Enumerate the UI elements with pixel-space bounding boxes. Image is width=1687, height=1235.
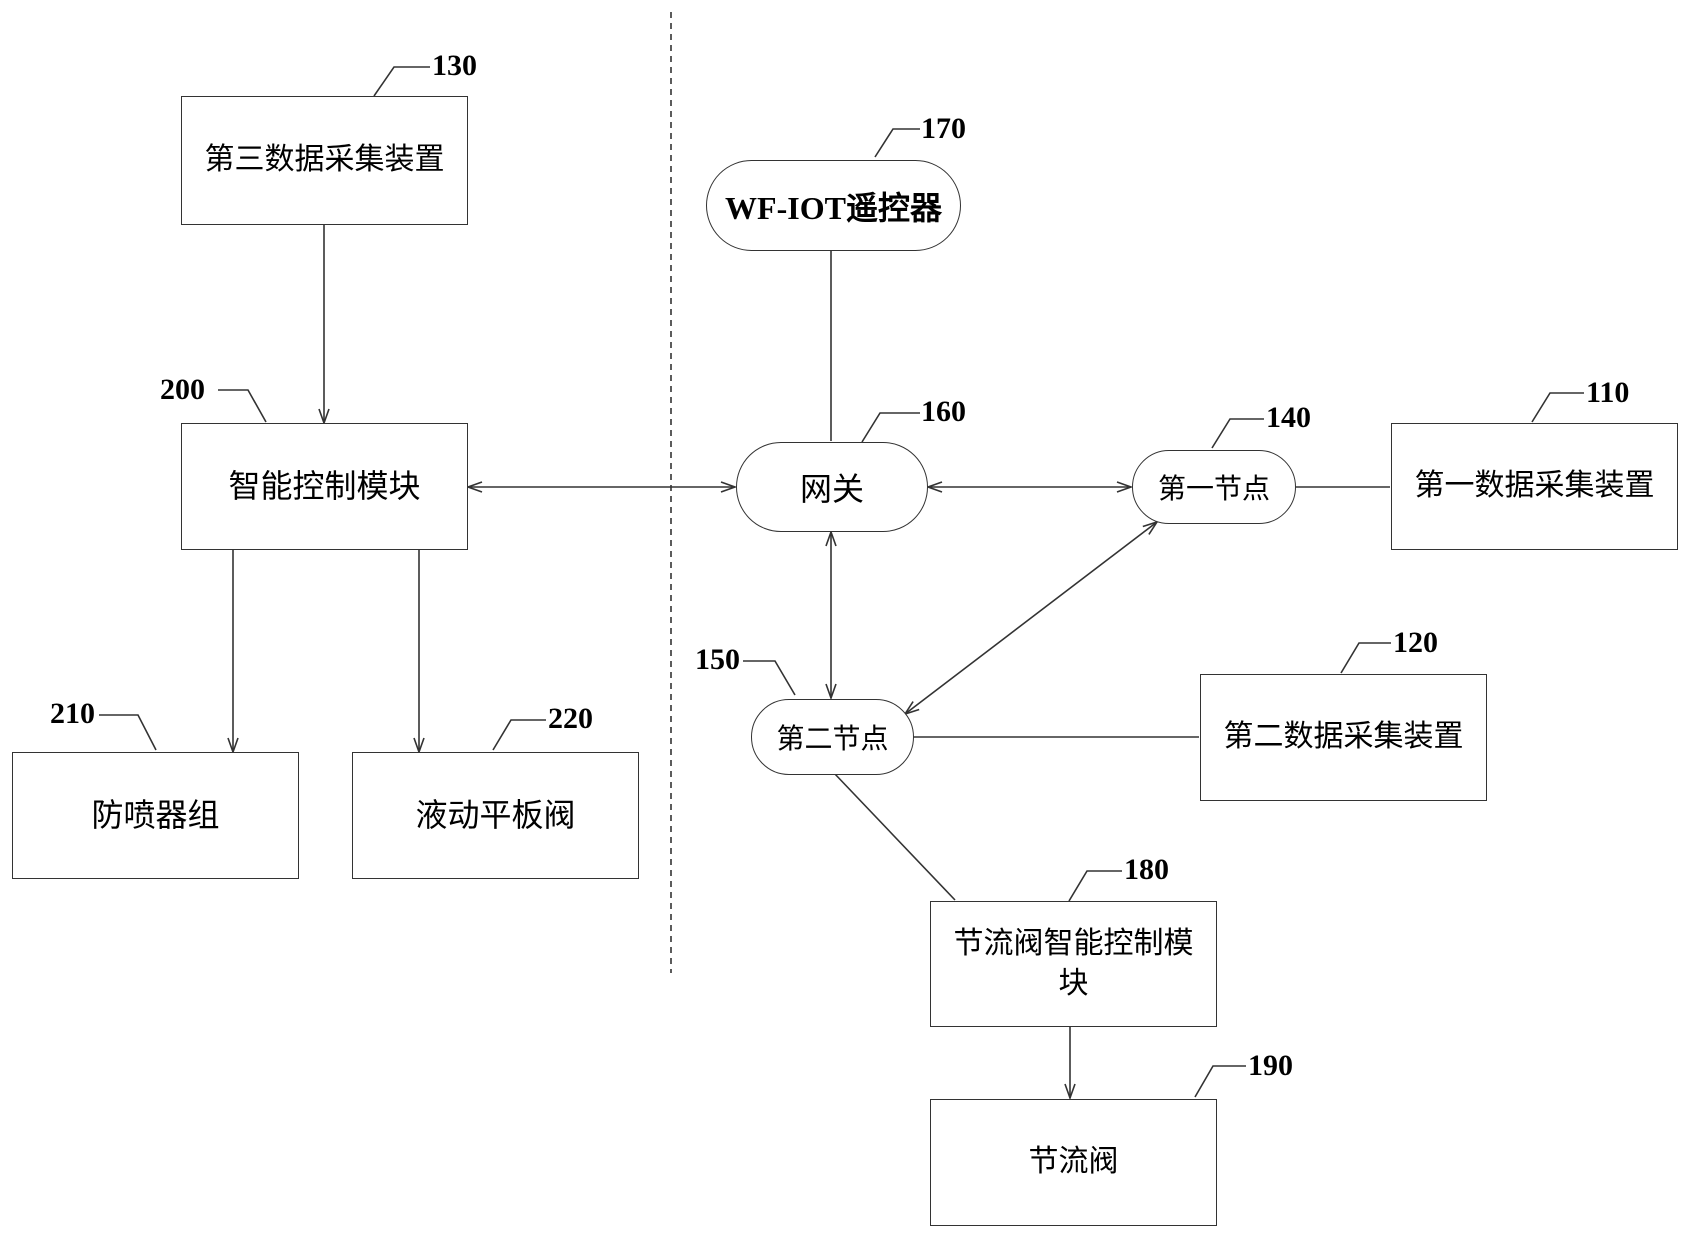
node-second-node: 第二节点 (751, 699, 914, 775)
leader-140 (1211, 418, 1264, 449)
leader-180 (1068, 870, 1122, 902)
ref-210: 210 (50, 697, 95, 730)
node-choke-valve: 节流阀 (930, 1099, 1217, 1226)
node-hydraulic-gate-valve: 液动平板阀 (352, 752, 639, 879)
node-choke-valve-control-module: 节流阀智能控制模块 (930, 901, 1217, 1027)
node-label: 第二数据采集装置 (1223, 719, 1464, 755)
node-wf-iot-remote: WF-IOT遥控器 (706, 160, 961, 251)
node-label: 网关 (799, 470, 864, 508)
node-label: 第一节点 (1157, 472, 1270, 505)
leader-130 (373, 66, 430, 97)
leader-220 (492, 719, 546, 751)
node-label: 第二节点 (776, 722, 889, 755)
node-label: 液动平板阀 (415, 795, 576, 834)
ref-170: 170 (921, 112, 966, 145)
node-label: 节流阀 (1028, 1144, 1119, 1180)
leader-150 (743, 660, 796, 696)
ref-200: 200 (160, 373, 205, 406)
node-first-data-collector: 第一数据采集装置 (1391, 423, 1678, 550)
node-label: 智能控制模块 (228, 466, 421, 505)
ref-130: 130 (432, 49, 477, 82)
leader-200 (218, 389, 267, 423)
node-gateway: 网关 (736, 442, 928, 532)
edge-150-180 (833, 772, 956, 901)
node-first-node: 第一节点 (1132, 450, 1296, 524)
ref-110: 110 (1586, 376, 1630, 409)
node-label: 节流阀智能控制模块 (953, 925, 1194, 1002)
ref-150: 150 (695, 643, 740, 676)
leader-160 (861, 412, 920, 443)
ref-140: 140 (1266, 401, 1311, 434)
ref-220: 220 (548, 702, 593, 735)
leader-190 (1194, 1065, 1246, 1098)
leader-110 (1531, 392, 1584, 423)
ref-190: 190 (1248, 1049, 1293, 1082)
node-label: 防喷器组 (91, 795, 220, 834)
ref-180: 180 (1124, 853, 1169, 886)
edge-140-150 (905, 522, 1157, 714)
node-second-data-collector: 第二数据采集装置 (1200, 674, 1487, 801)
node-bop-stack: 防喷器组 (12, 752, 299, 879)
ref-160: 160 (921, 395, 966, 428)
node-third-data-collector: 第三数据采集装置 (181, 96, 468, 225)
node-smart-control-module: 智能控制模块 (181, 423, 468, 550)
node-label: WF-IOT遥控器 (725, 189, 942, 226)
leader-170 (874, 128, 920, 158)
leader-120 (1340, 642, 1391, 674)
node-label: 第一数据采集装置 (1414, 468, 1655, 504)
leader-210 (99, 714, 157, 751)
node-label: 第三数据采集装置 (204, 142, 445, 178)
ref-120: 120 (1393, 626, 1438, 659)
